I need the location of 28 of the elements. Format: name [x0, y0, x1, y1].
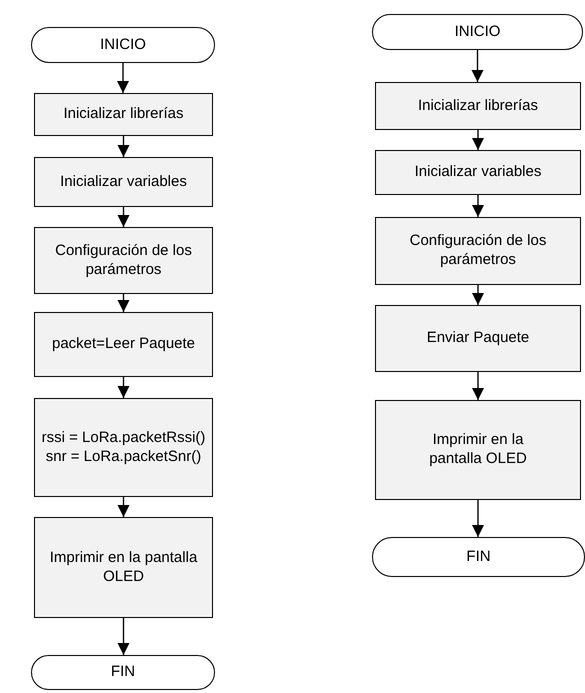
process-box: Enviar Paquete	[375, 305, 581, 372]
arrow	[472, 500, 484, 537]
process-box: Imprimir en la pantalla OLED	[375, 400, 581, 500]
process-box: rssi = LoRa.packetRssi() snr = LoRa.packetSnr()	[34, 398, 213, 497]
arrow	[118, 377, 130, 398]
arrow	[118, 294, 130, 312]
arrow	[472, 50, 484, 82]
process-box: packet=Leer Paquete	[34, 312, 213, 377]
process-box: Configuración de los parámetros	[34, 227, 213, 294]
process-box: Inicializar variables	[34, 157, 213, 207]
terminal-shape: FIN	[31, 655, 215, 690]
process-box: Inicializar librerías	[34, 93, 213, 136]
arrow	[118, 136, 130, 157]
arrow	[118, 497, 130, 517]
process-box: Inicializar variables	[375, 150, 581, 195]
terminal-shape: FIN	[372, 537, 585, 577]
arrow	[472, 130, 484, 150]
terminal-shape: INICIO	[372, 14, 583, 50]
terminal-shape: INICIO	[31, 27, 215, 63]
arrow	[118, 618, 130, 655]
arrow	[472, 372, 484, 400]
process-box: Inicializar librerías	[375, 82, 581, 130]
process-box: Imprimir en la pantalla OLED	[34, 517, 213, 618]
arrow	[472, 285, 484, 305]
process-box: Configuración de los parámetros	[375, 217, 581, 285]
arrow	[118, 207, 130, 227]
arrow	[472, 195, 484, 217]
arrow	[117, 63, 129, 93]
